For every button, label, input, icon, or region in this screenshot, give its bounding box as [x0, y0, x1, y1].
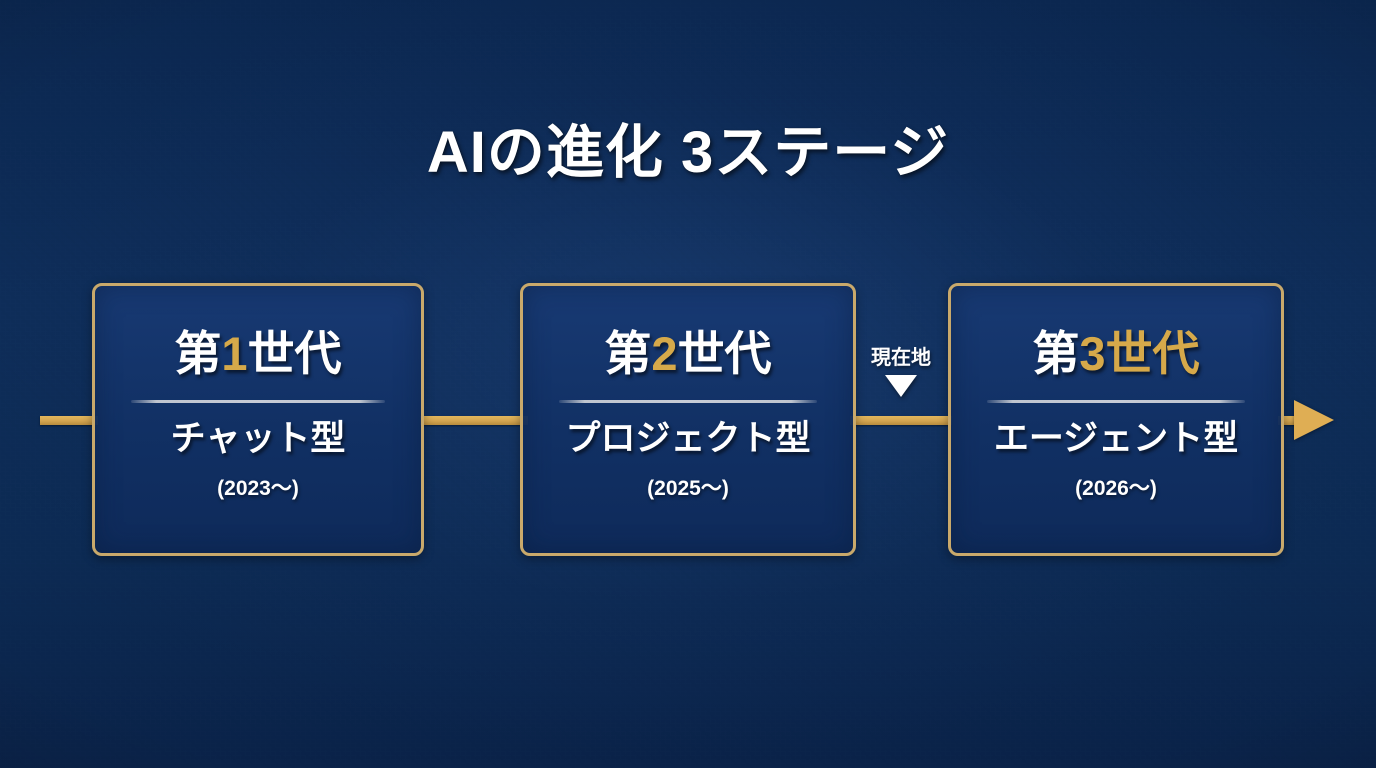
stage-card-3[interactable]: 第3世代 エージェント型 (2026〜)	[948, 283, 1284, 556]
triangle-down-icon	[885, 375, 917, 397]
stage-1-generation-suffix: 世代	[247, 327, 342, 380]
stage-1-generation: 第1世代	[174, 330, 341, 377]
stage-2-generation-number: 2	[651, 327, 678, 380]
timeline-rail-left	[40, 416, 98, 425]
stage-1-divider	[130, 400, 386, 403]
stage-card-2[interactable]: 第2世代 プロジェクト型 (2025〜)	[520, 283, 856, 556]
stage-2-generation-prefix: 第	[604, 327, 652, 380]
stage-3-generation: 第3世代	[1032, 330, 1199, 377]
stage-2-generation: 第2世代	[604, 330, 771, 377]
page-title: AIの進化 3ステージ	[426, 119, 950, 185]
stage-2-type-label: プロジェクト型	[565, 419, 811, 458]
stage-3-divider	[987, 400, 1245, 403]
stage-1-type-label: チャット型	[170, 419, 346, 458]
stage-2-generation-suffix: 世代	[677, 327, 772, 380]
stage-3-type-label: エージェント型	[993, 419, 1239, 458]
stage-2-year: (2025〜)	[647, 477, 729, 500]
stage-2-divider	[559, 400, 817, 403]
stage-1-year: (2023〜)	[217, 477, 299, 500]
stage-1-generation-number: 1	[221, 327, 248, 380]
timeline-rail-stage2-stage3	[850, 416, 952, 425]
current-position-label: 現在地	[871, 347, 931, 369]
arrow-right-icon	[1294, 400, 1334, 440]
stage-3-generation-number: 3	[1079, 327, 1106, 380]
timeline-rail-stage1-stage2	[420, 416, 528, 425]
stage-card-1[interactable]: 第1世代 チャット型 (2023〜)	[92, 283, 424, 556]
stage-3-generation-prefix: 第	[1032, 327, 1080, 380]
current-position-marker: 現在地	[850, 348, 952, 397]
stage-1-generation-prefix: 第	[174, 327, 222, 380]
stage-3-year: (2026〜)	[1075, 477, 1157, 500]
stage-3-generation-suffix: 世代	[1105, 327, 1200, 380]
